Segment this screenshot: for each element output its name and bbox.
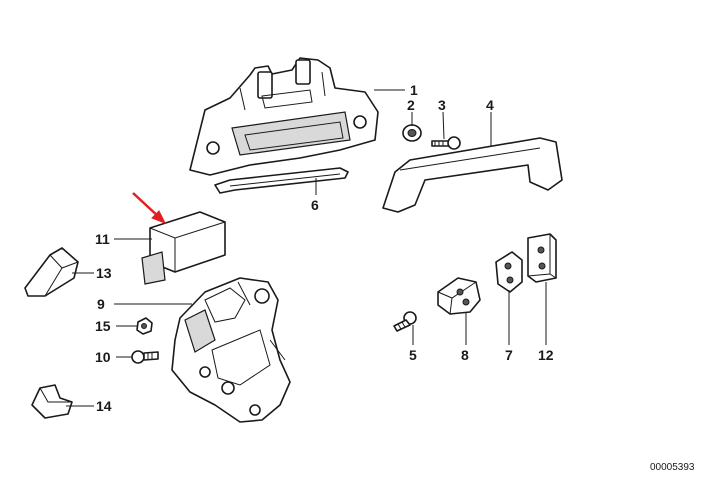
callout-15: 15 [95,318,111,334]
callout-4: 4 [486,97,494,113]
part-6-seal-strip [214,167,349,194]
part-8-striker [437,277,481,315]
part-2-grommet [402,124,422,142]
callout-6: 6 [311,197,319,213]
part-11-actuator [141,211,226,285]
part-1-handle-carrier [189,57,379,176]
part-13-clip [24,247,79,297]
part-5-screw [393,311,417,332]
part-9-door-lock [171,277,291,423]
part-3-screw [431,136,461,150]
callout-10: 10 [95,349,111,365]
part-15-nut [136,317,153,335]
callout-2: 2 [407,97,415,113]
part-10-bolt [131,350,159,364]
callout-14: 14 [96,398,112,414]
callout-12: 12 [538,347,554,363]
callout-7: 7 [505,347,513,363]
part-7-plate [495,251,523,293]
callout-3: 3 [438,97,446,113]
part-14-clip [31,384,73,419]
callout-1: 1 [410,82,418,98]
part-12-shim [527,233,557,283]
highlight-arrow [132,192,167,224]
callout-8: 8 [461,347,469,363]
leader-lines [66,89,547,407]
reference-code: 00005393 [650,462,695,473]
callout-9: 9 [97,296,105,312]
callout-13: 13 [96,265,112,281]
part-4-grip-handle [382,137,563,213]
callout-5: 5 [409,347,417,363]
callout-11: 11 [95,231,110,247]
